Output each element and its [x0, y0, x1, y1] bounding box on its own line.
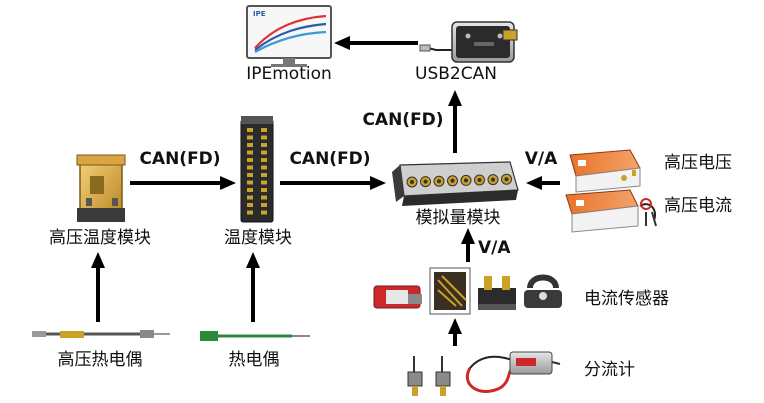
- connector-pin: [261, 128, 267, 132]
- connector-pin: [261, 203, 267, 207]
- connector-pin: [247, 195, 253, 200]
- current-sensor-label: 电流传感器: [584, 289, 669, 309]
- lemo-connector-core: [464, 178, 468, 183]
- temperature-module-icon: [240, 116, 274, 223]
- current-sensors-icon: [373, 267, 562, 315]
- hv-voltage-label: 高压电压: [664, 153, 732, 173]
- arrow-analog-to-usb2can: [448, 90, 462, 153]
- hv-thermocouple-label: 高压热电偶: [57, 350, 143, 370]
- lemo-connector-core: [423, 179, 428, 184]
- connector-pin: [261, 210, 267, 215]
- connector-pin: [261, 173, 267, 177]
- lemo-connector-core: [477, 178, 482, 182]
- hv-current-label: 高压电流: [664, 196, 732, 216]
- hv-thermocouple-icon: [32, 330, 170, 338]
- connector-pin: [261, 135, 267, 140]
- connector-pin: [247, 128, 253, 132]
- connector-pin: [247, 150, 253, 155]
- lemo-connector-core: [491, 177, 495, 182]
- monitor-icon: IPE: [246, 5, 332, 67]
- connector-pin: [247, 135, 253, 140]
- usb2can-label: USB2CAN: [415, 64, 497, 84]
- arrow-temp-to-analog: [280, 176, 386, 190]
- ipemotion-logo-text: IPE: [253, 10, 266, 18]
- shunts-icon: [407, 351, 561, 396]
- connector-pin: [247, 210, 253, 215]
- connector-pin: [247, 203, 253, 207]
- shunt-label: 分流计: [584, 360, 635, 380]
- connector-pin: [261, 158, 267, 162]
- temperature-module-label: 温度模块: [224, 228, 292, 248]
- connector-pin: [247, 143, 253, 147]
- connector-pin: [261, 150, 267, 155]
- connector-pin: [247, 173, 253, 177]
- arrows: [91, 36, 560, 346]
- arrow-hv-to-analog: [526, 176, 560, 190]
- connector-pin: [247, 180, 253, 185]
- arrow-sensors-to-analog: [461, 228, 475, 262]
- thermocouple-label: 热电偶: [228, 350, 280, 370]
- connector-pin: [261, 188, 267, 192]
- connector-pin: [247, 188, 253, 192]
- hv-current-module-icon: [565, 189, 657, 233]
- arrow-usb2can-to-ipemotion: [334, 36, 418, 50]
- ipemotion-label: IPEmotion: [246, 64, 332, 84]
- arrow-hv-thermocouple-to-hv-temp: [91, 252, 105, 322]
- lemo-connector-core: [410, 180, 414, 184]
- analog-module-icon: [392, 161, 519, 206]
- lemo-connector-core: [504, 177, 509, 182]
- arrow-thermocouple-to-temp: [246, 252, 260, 322]
- connector-pin: [261, 165, 267, 170]
- edge-label-hv-inputs: V/A: [524, 149, 558, 169]
- hv-temperature-module-icon: [76, 154, 126, 222]
- hv-temperature-module-label: 高压温度模块: [49, 228, 151, 248]
- connector-pin: [261, 180, 267, 185]
- edge-label-hv-temp-to-temp: CAN(FD): [139, 149, 221, 169]
- edge-label-analog-to-usb2can: CAN(FD): [362, 110, 444, 130]
- connector-pin: [247, 158, 253, 162]
- arrow-hv-temp-to-temp: [130, 176, 236, 190]
- hv-voltage-module-icon: [569, 149, 641, 193]
- thermocouple-icon: [200, 331, 310, 341]
- edge-label-sensors-to-analog: V/A: [478, 238, 511, 258]
- analog-module-label: 模拟量模块: [415, 208, 501, 228]
- usb2can-device-icon: [419, 21, 518, 63]
- edge-label-temp-to-analog: CAN(FD): [289, 149, 371, 169]
- connector-pin: [247, 165, 253, 170]
- connector-pin: [261, 195, 267, 200]
- connector-pin: [261, 143, 267, 147]
- arrow-shunt-to-sensors: [448, 318, 462, 346]
- lemo-connector-core: [437, 179, 441, 184]
- lemo-connector-core: [450, 178, 455, 183]
